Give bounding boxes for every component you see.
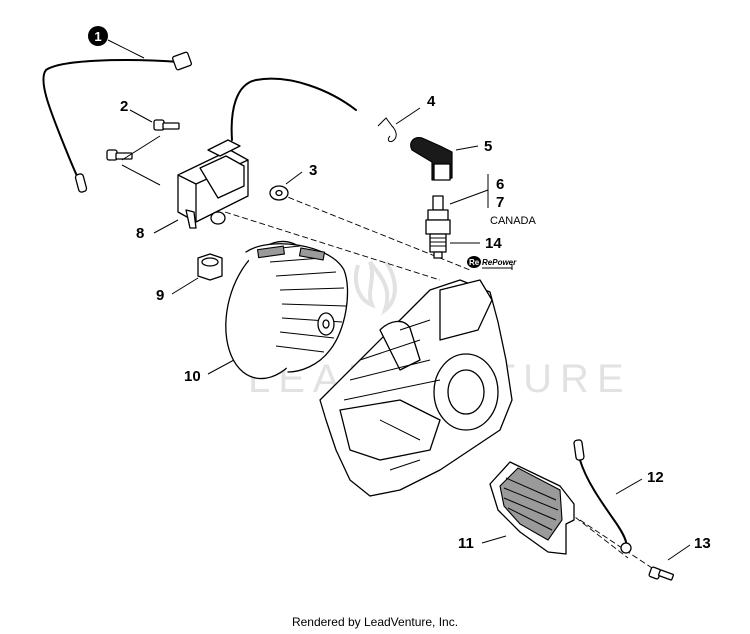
assembly-line-screw xyxy=(579,519,656,571)
callout-13[interactable]: 13 xyxy=(694,535,711,552)
part-ground-wire xyxy=(573,439,632,554)
callout-7-note: CANADA xyxy=(490,215,537,227)
callout-7[interactable]: 7 xyxy=(496,194,504,211)
callout-8[interactable]: 8 xyxy=(136,225,144,242)
callout-5[interactable]: 5 xyxy=(484,138,492,155)
leader-lines xyxy=(107,39,691,561)
footer-credit: Rendered by LeadVenture, Inc. xyxy=(292,615,458,629)
ignition-lead-wire xyxy=(230,77,357,141)
callout-1[interactable]: 1 xyxy=(88,26,108,46)
part-flywheel-nut xyxy=(197,253,223,281)
bolt-upper xyxy=(153,119,180,131)
ignition-coil-tab xyxy=(185,209,197,229)
callout-12[interactable]: 12 xyxy=(647,469,664,486)
part-plug-boot xyxy=(410,137,453,181)
part-stop-wire xyxy=(42,51,192,193)
callout-4[interactable]: 4 xyxy=(427,93,436,110)
repower-logo-icon xyxy=(467,256,481,268)
callout-6[interactable]: 6 xyxy=(496,176,504,193)
part-heat-shield xyxy=(489,461,575,555)
assembly-line-washer xyxy=(279,193,471,271)
callout-11[interactable]: 11 xyxy=(458,535,474,552)
callout-10[interactable]: 10 xyxy=(184,368,201,385)
svg-text:1: 1 xyxy=(94,29,101,44)
repower-logo: Re RePower xyxy=(467,256,517,270)
svg-text:Re: Re xyxy=(469,258,480,267)
flame-watermark-icon xyxy=(353,260,397,316)
part-spring xyxy=(377,117,397,143)
part-screw xyxy=(648,566,674,581)
stop-wire-terminal xyxy=(172,51,192,71)
part-spark-plug xyxy=(425,195,451,259)
assembly-line-ignition xyxy=(224,211,441,281)
part-bolts xyxy=(106,119,180,161)
callout-14[interactable]: 14 xyxy=(485,235,502,252)
part-washer xyxy=(210,185,289,225)
part-flywheel xyxy=(225,240,349,380)
callout-2[interactable]: 2 xyxy=(120,98,128,115)
bolt-lower xyxy=(106,149,133,161)
stop-wire-connector xyxy=(74,173,88,193)
stop-wire-cable xyxy=(42,59,181,183)
repower-logo-text: RePower xyxy=(482,258,517,267)
callout-9[interactable]: 9 xyxy=(156,287,164,304)
part-crankcase xyxy=(319,279,513,497)
part-ignition-coil xyxy=(177,77,357,229)
callout-3[interactable]: 3 xyxy=(309,162,317,179)
